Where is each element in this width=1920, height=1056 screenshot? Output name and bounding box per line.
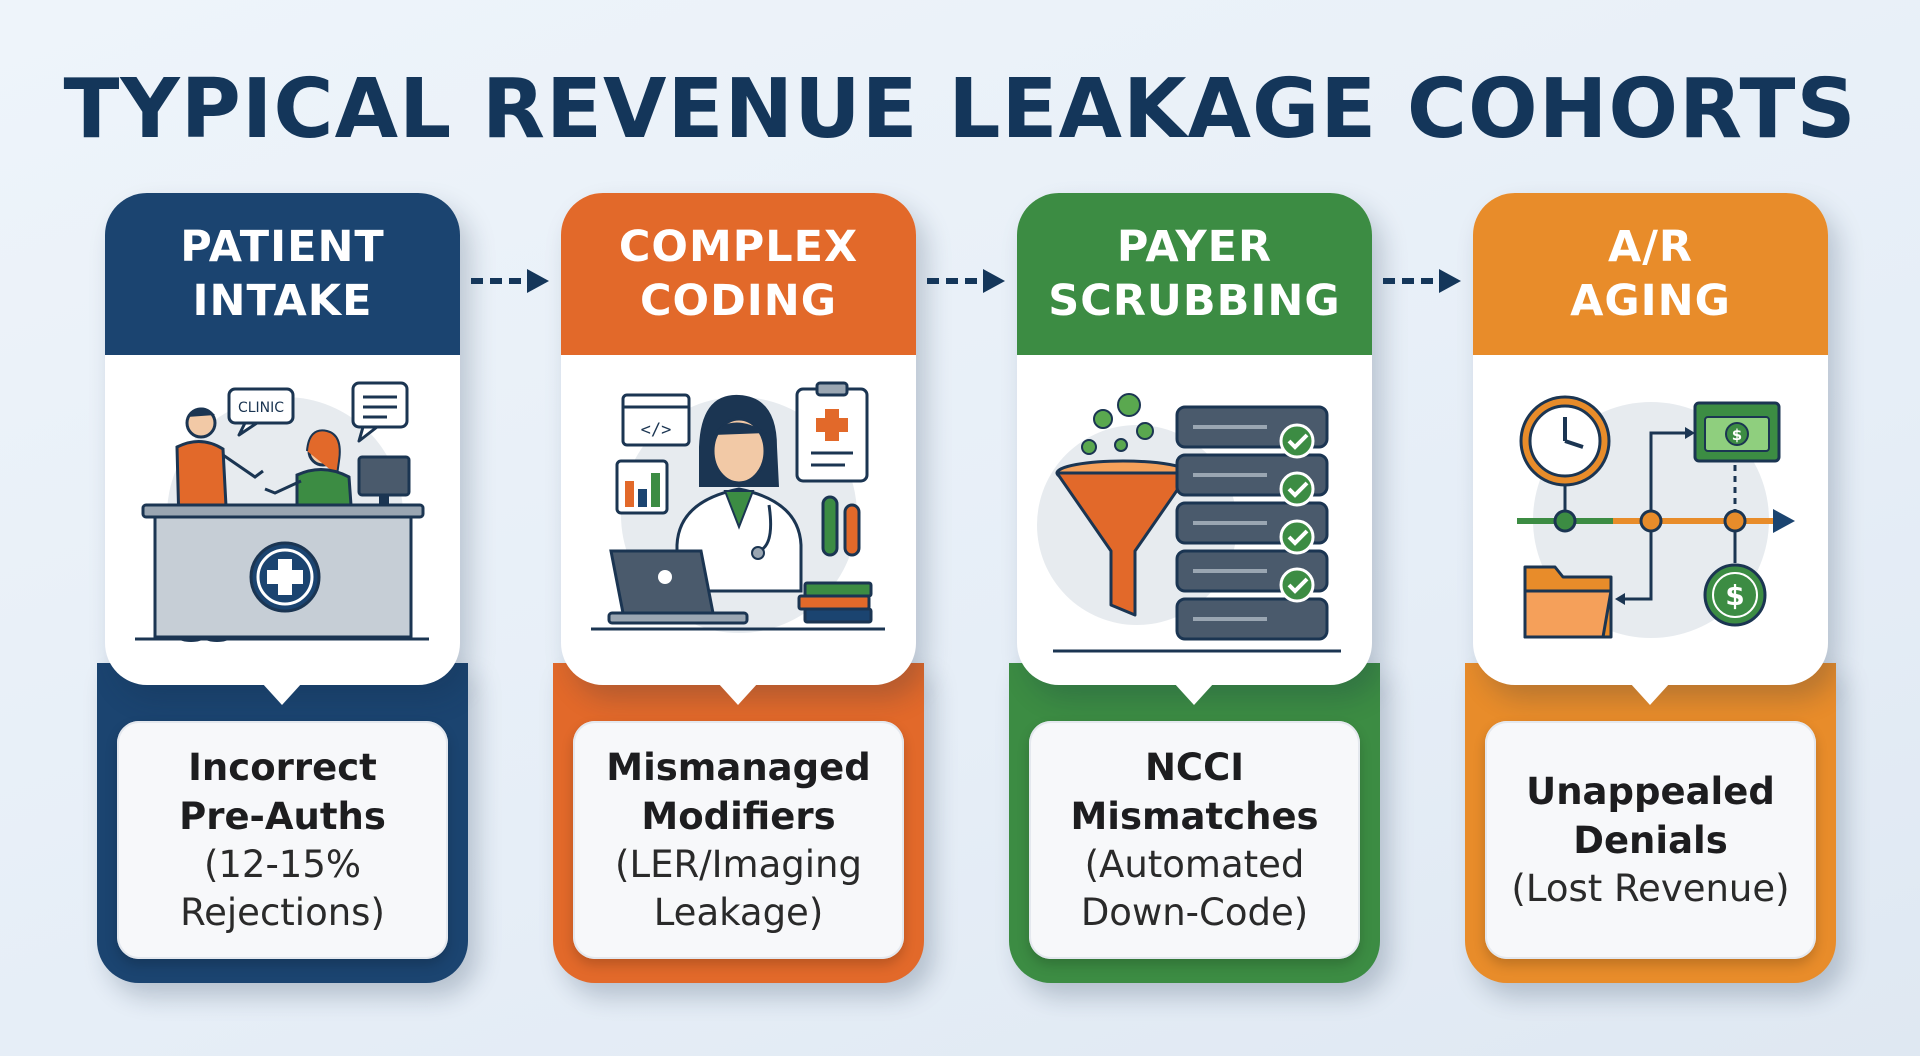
stage-header: PAYER SCRUBBING	[1017, 193, 1372, 355]
dashed-arrow-icon	[471, 269, 549, 293]
stage-header-line: COMPLEX	[618, 222, 859, 272]
stage-header-line: PATIENT	[180, 222, 385, 272]
result-title: NCCI	[1144, 746, 1245, 789]
stage-card: PAYER SCRUBBING	[1017, 193, 1372, 685]
result-detail: Rejections)	[180, 891, 385, 934]
leakage-result-card: Incorrect Pre-Auths (12-15% Rejections)	[117, 721, 448, 959]
funnel-server-icon	[1037, 393, 1341, 653]
card-pointer	[1174, 683, 1214, 705]
stage-header: COMPLEX CODING	[561, 193, 916, 355]
clinic-sign-label: CLINIC	[238, 400, 284, 416]
stage-complex-coding: COMPLEX CODING </>	[553, 193, 924, 988]
svg-text:$: $	[1732, 426, 1742, 444]
clinic-reception-icon: CLINIC	[135, 381, 429, 642]
stage-header-line: PAYER	[1116, 222, 1273, 272]
result-title: Mismanaged	[606, 746, 871, 789]
result-detail: (LER/Imaging	[615, 843, 862, 886]
result-title: Pre-Auths	[179, 795, 386, 838]
result-title: Modifiers	[641, 795, 836, 838]
stage-header: PATIENT INTAKE	[105, 193, 460, 355]
result-title: Unappealed	[1526, 770, 1775, 813]
dashed-arrow-icon	[927, 269, 1005, 293]
card-pointer	[718, 683, 758, 705]
result-title: Denials	[1573, 819, 1728, 862]
result-detail: Down-Code)	[1080, 891, 1309, 934]
stage-patient-intake: PATIENT INTAKE CLINIC	[97, 193, 468, 988]
result-detail: (12-15%	[203, 843, 362, 886]
stage-header-line: SCRUBBING	[1048, 276, 1341, 326]
stage-card: COMPLEX CODING </>	[561, 193, 916, 685]
clock-money-timeline-icon: $ $	[1517, 395, 1795, 639]
leakage-result-card: Mismanaged Modifiers (LER/Imaging Leakag…	[573, 721, 904, 959]
stage-card: PATIENT INTAKE CLINIC	[105, 193, 460, 685]
stage-header-line: AGING	[1570, 276, 1731, 326]
page-title: TYPICAL REVENUE LEAKAGE COHORTS	[63, 62, 1857, 157]
stage-header-line: CODING	[639, 276, 838, 326]
leakage-result-card: NCCI Mismatches (Automated Down-Code)	[1029, 721, 1360, 959]
stage-card: A/R AGING $	[1473, 193, 1828, 685]
stage-payer-scrubbing: PAYER SCRUBBING	[1009, 193, 1380, 988]
result-detail: Leakage)	[653, 891, 824, 934]
stage-header-line: INTAKE	[192, 276, 373, 326]
card-pointer	[262, 683, 302, 705]
result-detail: (Lost Revenue)	[1511, 867, 1790, 910]
leakage-result-card: Unappealed Denials (Lost Revenue)	[1485, 721, 1816, 959]
stage-header-line: A/R	[1607, 222, 1694, 272]
medical-coder-icon: </>	[591, 381, 885, 633]
dashed-arrow-icon	[1383, 269, 1461, 293]
result-title: Mismatches	[1070, 795, 1319, 838]
result-detail: (Automated	[1084, 843, 1305, 886]
stage-header: A/R AGING	[1473, 193, 1828, 355]
svg-text:$: $	[1725, 579, 1744, 612]
card-pointer	[1630, 683, 1670, 705]
result-title: Incorrect	[188, 746, 377, 789]
code-window-label: </>	[641, 420, 672, 440]
stage-ar-aging: A/R AGING $	[1465, 193, 1836, 988]
